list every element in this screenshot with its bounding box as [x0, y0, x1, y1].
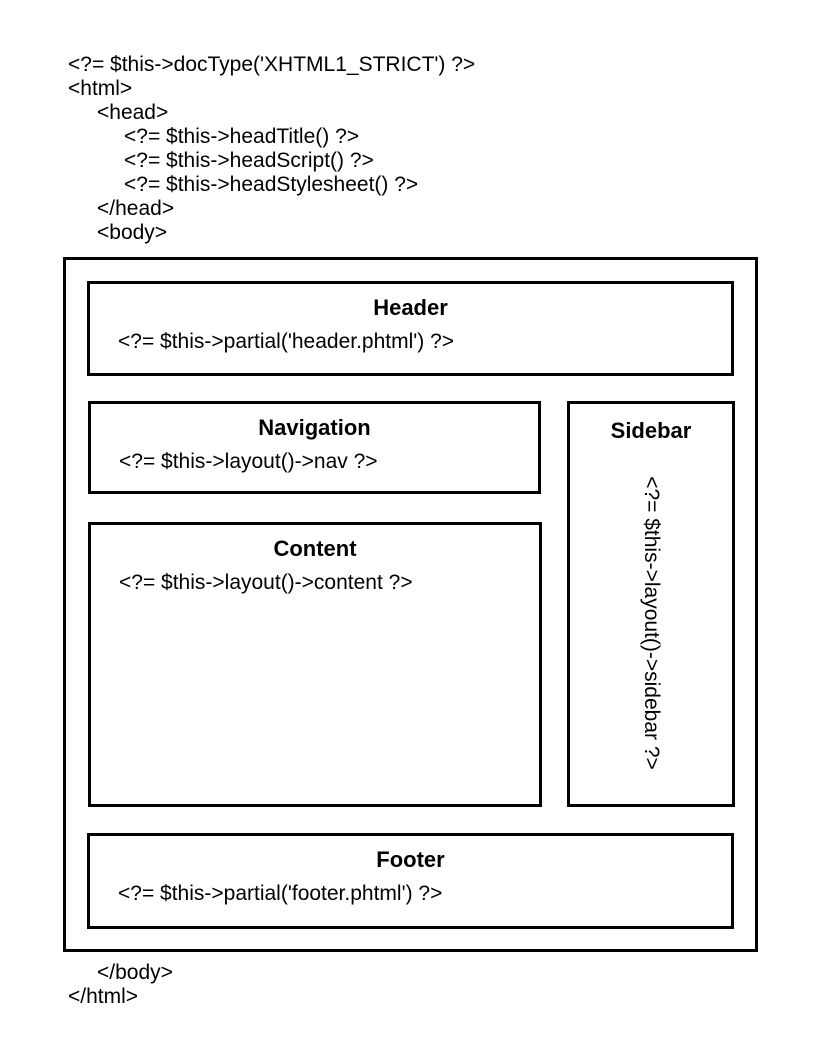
code-line-doctype: <?= $this->docType('XHTML1_STRICT') ?>: [68, 53, 476, 76]
code-line-body-open: <body>: [97, 221, 168, 244]
template-code-top: <?= $this->docType('XHTML1_STRICT') ?> <…: [68, 53, 475, 245]
code-line-html-close: </html>: [68, 985, 139, 1008]
code-line-head-close: </head>: [97, 197, 175, 220]
navigation-box-title: Navigation: [258, 415, 371, 440]
sidebar-box: Sidebar <?= $this->layout()->sidebar ?>: [567, 401, 735, 807]
template-code-bottom: </body> </html>: [68, 961, 173, 1009]
content-box-code: <?= $this->layout()->content ?>: [119, 571, 413, 594]
navigation-box: Navigation <?= $this->layout()->nav ?>: [88, 401, 541, 494]
footer-box: Footer <?= $this->partial('footer.phtml'…: [87, 833, 734, 929]
footer-box-code: <?= $this->partial('footer.phtml') ?>: [118, 882, 443, 905]
sidebar-vertical-area: <?= $this->layout()->sidebar ?>: [570, 448, 732, 798]
code-line-head-script: <?= $this->headScript() ?>: [124, 149, 374, 172]
header-box-code: <?= $this->partial('header.phtml') ?>: [118, 330, 455, 353]
content-box: Content <?= $this->layout()->content ?>: [88, 522, 542, 807]
code-line-html-open: <html>: [68, 77, 133, 100]
sidebar-box-title: Sidebar: [610, 418, 692, 443]
header-box-title: Header: [373, 295, 448, 320]
body-layout-box: Header <?= $this->partial('header.phtml'…: [63, 257, 758, 952]
header-box: Header <?= $this->partial('header.phtml'…: [87, 281, 734, 376]
navigation-box-code: <?= $this->layout()->nav ?>: [119, 450, 378, 473]
code-line-head-stylesheet: <?= $this->headStylesheet() ?>: [124, 173, 419, 196]
footer-box-title: Footer: [376, 847, 445, 872]
content-box-title: Content: [273, 536, 357, 561]
code-line-head-open: <head>: [97, 101, 169, 124]
code-line-head-title: <?= $this->headTitle() ?>: [124, 125, 360, 148]
code-line-body-close: </body>: [97, 961, 173, 984]
sidebar-box-code: <?= $this->layout()->sidebar ?>: [640, 476, 663, 770]
